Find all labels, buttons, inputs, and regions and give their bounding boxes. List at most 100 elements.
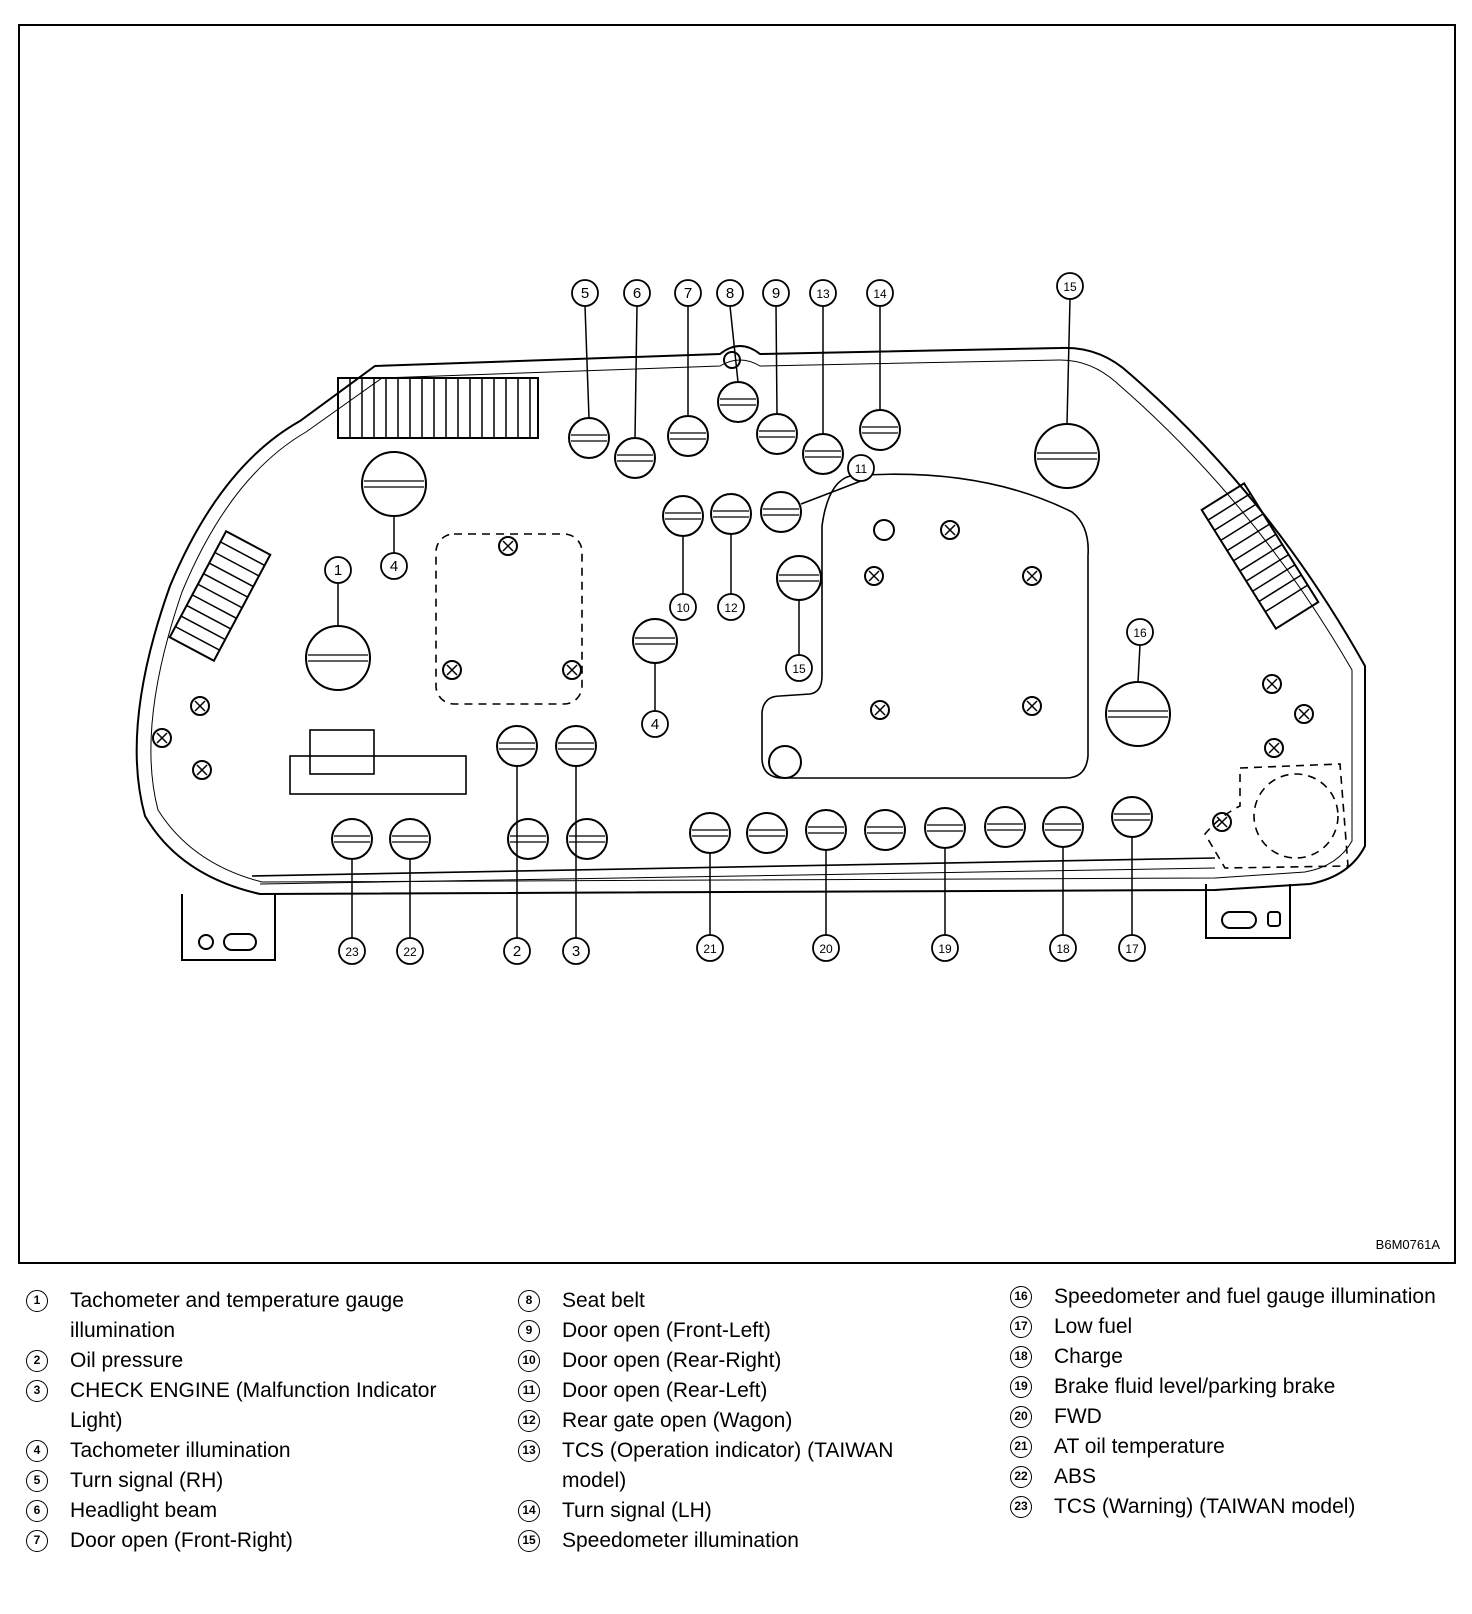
legend-item: 6 Headlight beam (26, 1496, 466, 1526)
bulb-socket (1111, 796, 1153, 838)
bulb-socket (805, 809, 847, 851)
legend-item: 23 TCS (Warning) (TAIWAN model) (1010, 1492, 1450, 1522)
callout-13: 13 (809, 279, 837, 307)
legend-text: Charge (1054, 1345, 1123, 1368)
screw (1022, 566, 1042, 586)
callout-number: 9 (772, 285, 780, 302)
bracket-hole-left (198, 934, 214, 950)
callout-number: 15 (1063, 280, 1077, 294)
callout-1: 1 (324, 556, 352, 584)
figure-code: B6M0761A (1375, 1237, 1440, 1252)
cluster-inner-outline (150, 359, 1353, 883)
speedometer-plate-outline (761, 473, 1089, 779)
leader-line (584, 305, 590, 419)
legend-text: CHECK ENGINE (Malfunction Indicator Ligh… (70, 1379, 437, 1432)
callout-14: 14 (866, 279, 894, 307)
mount-hole-top (723, 351, 741, 369)
callout-number: 8 (726, 285, 734, 302)
leader-line (1066, 298, 1071, 425)
leader-line (775, 305, 778, 415)
legend-number: 6 (26, 1500, 48, 1522)
callout-number: 15 (792, 662, 806, 676)
callout-4: 4 (380, 552, 408, 580)
pilot-hole (873, 519, 895, 541)
legend-item: 18 Charge (1010, 1342, 1450, 1372)
legend-text: TCS (Operation indicator) (TAIWAN model) (562, 1439, 894, 1492)
screw (190, 696, 210, 716)
bulb-socket (568, 417, 610, 459)
bottom-strip-line (251, 857, 1216, 877)
screw (1262, 674, 1282, 694)
legend-number: 18 (1010, 1346, 1032, 1368)
bulb-socket (1042, 806, 1084, 848)
callout-12: 12 (717, 593, 745, 621)
legend-text: Tachometer illumination (70, 1439, 291, 1462)
callout-6: 6 (623, 279, 651, 307)
callout-5: 5 (571, 279, 599, 307)
legend-text: TCS (Warning) (TAIWAN model) (1054, 1495, 1356, 1518)
callout-number: 1 (334, 562, 342, 579)
screw (1212, 812, 1232, 832)
leader-line (800, 480, 862, 505)
bulb-socket (746, 812, 788, 854)
legend-number: 20 (1010, 1406, 1032, 1428)
callout-9: 9 (762, 279, 790, 307)
callout-8: 8 (716, 279, 744, 307)
legend-text: Headlight beam (70, 1499, 218, 1522)
callout-number: 12 (724, 601, 738, 615)
bulb-socket (984, 806, 1026, 848)
bulb-socket (710, 493, 752, 535)
callout-number: 13 (816, 287, 830, 301)
bulb-socket (689, 812, 731, 854)
leader-lines (337, 298, 1141, 938)
bulb-socket (614, 437, 656, 479)
callout-number: 19 (938, 942, 952, 956)
bracket-slot-left (223, 933, 257, 951)
legend-text: Seat belt (562, 1289, 645, 1312)
callout-19: 19 (931, 934, 959, 962)
callout-10: 10 (669, 593, 697, 621)
callout-number: 16 (1133, 626, 1147, 640)
cluster-housing-outline (135, 345, 1366, 896)
bulb-socket (389, 818, 431, 860)
legend-text: Oil pressure (70, 1349, 184, 1372)
screw (498, 536, 518, 556)
bulb-socket (566, 818, 608, 860)
screw (870, 700, 890, 720)
legend-number: 15 (518, 1530, 540, 1552)
callout-17: 17 (1118, 934, 1146, 962)
callout-number: 2 (513, 943, 521, 960)
legend-text: AT oil temperature (1054, 1435, 1225, 1458)
screw (940, 520, 960, 540)
callout-number: 5 (581, 285, 589, 302)
legend-number: 21 (1010, 1436, 1032, 1458)
callout-4: 4 (641, 710, 669, 738)
bulb-socket (924, 807, 966, 849)
callout-number: 7 (684, 285, 692, 302)
bulb-socket (331, 818, 373, 860)
connector-block-right (1200, 482, 1320, 630)
legend-text: FWD (1054, 1405, 1102, 1428)
callout-11: 11 (847, 454, 875, 482)
legend-text: Door open (Rear-Left) (562, 1379, 768, 1402)
screw (562, 660, 582, 680)
legend-number: 23 (1010, 1496, 1032, 1518)
legend-text: Tachometer and temperature gauge illumin… (70, 1289, 404, 1342)
mounting-bracket-right (1205, 884, 1291, 939)
callout-7: 7 (674, 279, 702, 307)
screw (1294, 704, 1314, 724)
bulb-socket (768, 745, 802, 779)
legend-number: 3 (26, 1380, 48, 1402)
bulb-socket (756, 413, 798, 455)
legend-text: Turn signal (RH) (70, 1469, 224, 1492)
callout-number: 4 (390, 558, 398, 575)
